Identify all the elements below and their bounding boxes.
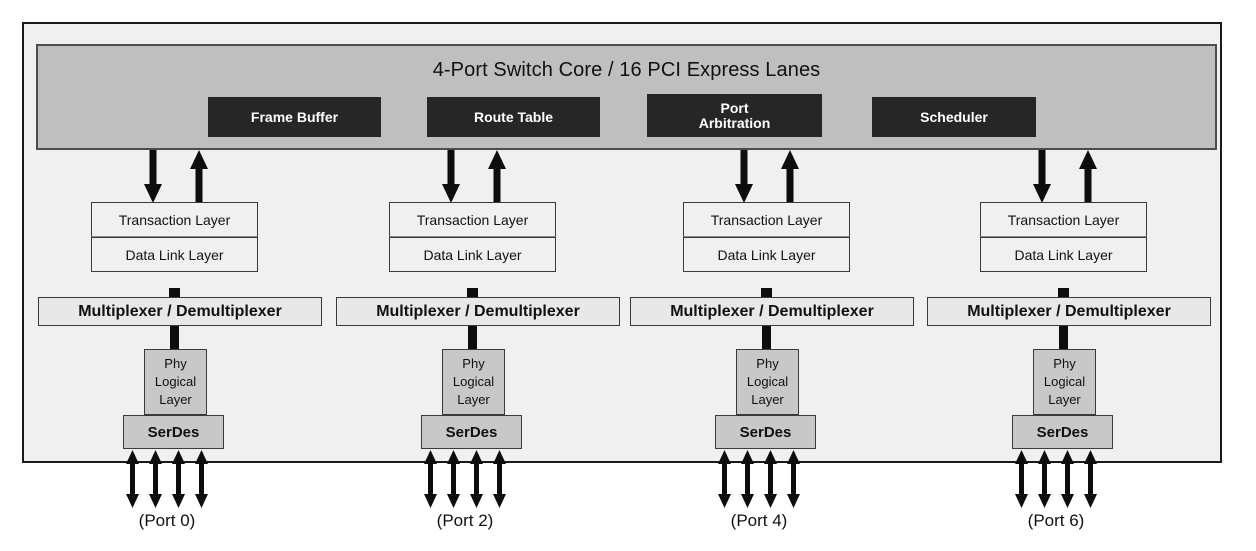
switch-core-title: 4-Port Switch Core / 16 PCI Express Lane… bbox=[432, 59, 821, 81]
phy-logical-layer-label-line1-port2: Phy bbox=[462, 356, 485, 371]
link-line-mux-to-phy-port6 bbox=[1059, 326, 1068, 350]
serdes-label-port2: SerDes bbox=[445, 423, 498, 441]
mux-demux-box-port0[interactable]: Multiplexer / Demultiplexer bbox=[38, 297, 322, 326]
core-to-layer-down-arrow-port0 bbox=[144, 150, 162, 203]
lane-arrow-0-port0 bbox=[126, 450, 139, 508]
core-block-port-arbitration-label-line1: Port bbox=[720, 99, 749, 116]
lane-arrow-2-port2 bbox=[470, 450, 483, 508]
layer-to-core-up-arrow-port2 bbox=[488, 150, 506, 203]
mux-demux-box-port6[interactable]: Multiplexer / Demultiplexer bbox=[927, 297, 1211, 326]
port-label-2: (Port 2) bbox=[436, 511, 494, 530]
phy-logical-layer-label-line3-port6: Layer bbox=[1048, 392, 1081, 407]
mux-demux-label-port0: Multiplexer / Demultiplexer bbox=[78, 302, 282, 320]
lane-arrow-0-port2 bbox=[424, 450, 437, 508]
lane-arrow-2-port6 bbox=[1061, 450, 1074, 508]
phy-logical-layer-box-port0[interactable]: Phy Logical Layer bbox=[144, 349, 207, 415]
link-stub-datalink-to-mux-port6 bbox=[1058, 288, 1069, 298]
lane-arrow-3-port4 bbox=[787, 450, 800, 508]
serdes-label-port0: SerDes bbox=[147, 423, 200, 441]
phy-logical-layer-label-line1-port4: Phy bbox=[756, 356, 779, 371]
link-line-mux-to-phy-port2 bbox=[468, 326, 477, 350]
serdes-label-port6: SerDes bbox=[1036, 423, 1089, 441]
layer-to-core-up-arrow-port0 bbox=[190, 150, 208, 203]
transaction-layer-label-port2: Transaction Layer bbox=[416, 211, 529, 228]
phy-logical-layer-label-line2-port4: Logical bbox=[746, 374, 789, 389]
phy-logical-layer-label-line2-port2: Logical bbox=[452, 374, 495, 389]
phy-logical-layer-box-port6[interactable]: Phy Logical Layer bbox=[1033, 349, 1096, 415]
core-to-layer-down-arrow-port4 bbox=[735, 150, 753, 203]
link-line-mux-to-phy-port0 bbox=[170, 326, 179, 350]
core-block-frame-buffer[interactable]: Frame Buffer bbox=[208, 97, 381, 137]
layer-to-core-up-arrow-port4 bbox=[781, 150, 799, 203]
phy-logical-layer-box-port4[interactable]: Phy Logical Layer bbox=[736, 349, 799, 415]
transaction-layer-label-port6: Transaction Layer bbox=[1007, 211, 1120, 228]
phy-logical-layer-label-line3-port2: Layer bbox=[457, 392, 490, 407]
data-link-layer-label-port0: Data Link Layer bbox=[125, 246, 224, 263]
mux-demux-label-port4: Multiplexer / Demultiplexer bbox=[670, 302, 874, 320]
port-label-6: (Port 6) bbox=[1027, 511, 1085, 530]
phy-logical-layer-label-line3-port0: Layer bbox=[159, 392, 192, 407]
transaction-layer-box-port4[interactable]: Transaction Layer bbox=[683, 202, 850, 237]
mux-demux-box-port4[interactable]: Multiplexer / Demultiplexer bbox=[630, 297, 914, 326]
transaction-layer-label-port4: Transaction Layer bbox=[710, 211, 823, 228]
link-line-mux-to-phy-port4 bbox=[762, 326, 771, 350]
phy-logical-layer-label-line2-port0: Logical bbox=[154, 374, 197, 389]
mux-demux-label-port2: Multiplexer / Demultiplexer bbox=[376, 302, 580, 320]
serdes-box-port0[interactable]: SerDes bbox=[123, 415, 224, 449]
lane-arrow-2-port4 bbox=[764, 450, 777, 508]
lane-arrow-1-port0 bbox=[149, 450, 162, 508]
serdes-label-port4: SerDes bbox=[739, 423, 792, 441]
lane-arrow-0-port6 bbox=[1015, 450, 1028, 508]
transaction-layer-label-port0: Transaction Layer bbox=[118, 211, 231, 228]
lane-arrow-2-port0 bbox=[172, 450, 185, 508]
link-stub-datalink-to-mux-port4 bbox=[761, 288, 772, 298]
serdes-box-port4[interactable]: SerDes bbox=[715, 415, 816, 449]
link-stub-datalink-to-mux-port0 bbox=[169, 288, 180, 298]
core-block-port-arbitration-label-line2: Arbitration bbox=[698, 114, 771, 131]
data-link-layer-label-port6: Data Link Layer bbox=[1014, 246, 1113, 263]
data-link-layer-box-port6[interactable]: Data Link Layer bbox=[980, 237, 1147, 272]
core-block-frame-buffer-label: Frame Buffer bbox=[250, 108, 339, 125]
core-block-scheduler[interactable]: Scheduler bbox=[872, 97, 1036, 137]
transaction-layer-box-port0[interactable]: Transaction Layer bbox=[91, 202, 258, 237]
core-to-layer-down-arrow-port6 bbox=[1033, 150, 1051, 203]
data-link-layer-box-port4[interactable]: Data Link Layer bbox=[683, 237, 850, 272]
phy-logical-layer-label-line1-port6: Phy bbox=[1053, 356, 1076, 371]
transaction-layer-box-port6[interactable]: Transaction Layer bbox=[980, 202, 1147, 237]
serdes-box-port6[interactable]: SerDes bbox=[1012, 415, 1113, 449]
data-link-layer-label-port2: Data Link Layer bbox=[423, 246, 522, 263]
lane-arrow-1-port6 bbox=[1038, 450, 1051, 508]
lane-arrow-3-port0 bbox=[195, 450, 208, 508]
phy-logical-layer-box-port2[interactable]: Phy Logical Layer bbox=[442, 349, 505, 415]
data-link-layer-box-port0[interactable]: Data Link Layer bbox=[91, 237, 258, 272]
lane-arrow-3-port2 bbox=[493, 450, 506, 508]
core-block-route-table-label: Route Table bbox=[473, 108, 554, 125]
mux-demux-label-port6: Multiplexer / Demultiplexer bbox=[967, 302, 1171, 320]
phy-logical-layer-label-line2-port6: Logical bbox=[1043, 374, 1086, 389]
core-to-layer-down-arrow-port2 bbox=[442, 150, 460, 203]
lane-arrow-3-port6 bbox=[1084, 450, 1097, 508]
port-label-0: (Port 0) bbox=[138, 511, 196, 530]
mux-demux-box-port2[interactable]: Multiplexer / Demultiplexer bbox=[336, 297, 620, 326]
port-label-4: (Port 4) bbox=[730, 511, 788, 530]
phy-logical-layer-label-line3-port4: Layer bbox=[751, 392, 784, 407]
core-block-scheduler-label: Scheduler bbox=[920, 108, 988, 125]
data-link-layer-box-port2[interactable]: Data Link Layer bbox=[389, 237, 556, 272]
lane-arrow-0-port4 bbox=[718, 450, 731, 508]
core-block-route-table[interactable]: Route Table bbox=[427, 97, 600, 137]
phy-logical-layer-label-line1-port0: Phy bbox=[164, 356, 187, 371]
lane-arrow-1-port4 bbox=[741, 450, 754, 508]
transaction-layer-box-port2[interactable]: Transaction Layer bbox=[389, 202, 556, 237]
core-block-port-arbitration[interactable]: Port Arbitration bbox=[647, 94, 822, 137]
data-link-layer-label-port4: Data Link Layer bbox=[717, 246, 816, 263]
serdes-box-port2[interactable]: SerDes bbox=[421, 415, 522, 449]
layer-to-core-up-arrow-port6 bbox=[1079, 150, 1097, 203]
link-stub-datalink-to-mux-port2 bbox=[467, 288, 478, 298]
lane-arrow-1-port2 bbox=[447, 450, 460, 508]
